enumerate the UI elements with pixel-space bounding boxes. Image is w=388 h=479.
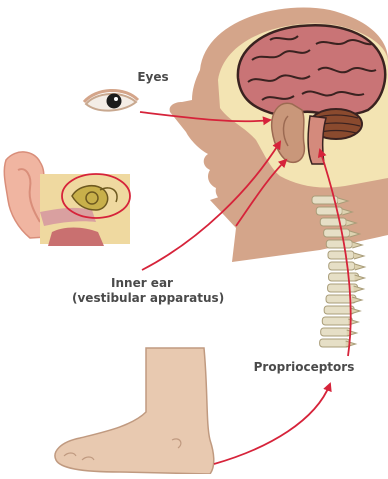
inner-ear-illustration (4, 152, 130, 246)
label-inner-ear-line1: Inner ear (72, 276, 212, 291)
vertebra-process (346, 341, 356, 347)
arrow-foot-to-proprioceptors (214, 384, 330, 464)
vertebra (320, 339, 350, 347)
vertebra (329, 273, 359, 281)
vertebra (320, 218, 346, 226)
vertebra-process (352, 297, 362, 303)
label-eyes: Eyes (118, 70, 188, 85)
vertebra (324, 229, 350, 237)
vertebra-process (354, 253, 364, 259)
vertebra (328, 284, 358, 292)
eye-icon (84, 90, 138, 110)
label-inner-ear: Inner ear (vestibular apparatus) (72, 276, 212, 306)
vertebra-process (355, 275, 365, 281)
label-inner-ear-line2: (vestibular apparatus) (72, 291, 212, 306)
vertebra (324, 306, 354, 314)
vertebra (328, 251, 354, 259)
label-proprioceptors: Proprioceptors (244, 360, 364, 375)
vertebra-process (352, 242, 362, 248)
vertebra (321, 328, 351, 336)
foot-illustration (55, 348, 214, 474)
brainstem (308, 116, 326, 164)
vertebra (326, 295, 356, 303)
vertebra (322, 317, 352, 325)
vertebra-process (355, 264, 365, 270)
vertebra-process (347, 330, 357, 336)
vertebra (326, 240, 352, 248)
vertebra-process (354, 286, 364, 292)
vertebra-process (350, 308, 360, 314)
vertebra (329, 262, 355, 270)
head-illustration (170, 8, 388, 263)
